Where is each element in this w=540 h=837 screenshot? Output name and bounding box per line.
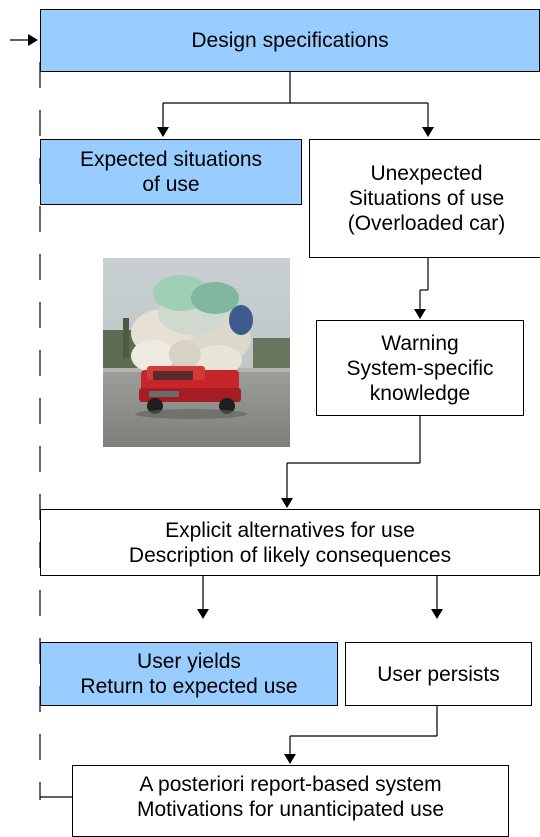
expected-situations-box: Expected situations of use bbox=[40, 139, 302, 205]
design-specifications-box: Design specifications bbox=[40, 9, 540, 72]
design-specifications-label: Design specifications bbox=[191, 29, 389, 52]
unexpected-situations-label: Unexpected Situations of use (Overloaded… bbox=[347, 162, 506, 235]
user-persists-box: User persists bbox=[345, 642, 532, 706]
user-yields-box: User yields Return to expected use bbox=[40, 642, 338, 706]
a-posteriori-box: A posteriori report-based system Motivat… bbox=[72, 765, 509, 837]
warning-label: Warning System-specific knowledge bbox=[346, 331, 494, 405]
user-persists-label: User persists bbox=[377, 662, 500, 686]
warning-box: Warning System-specific knowledge bbox=[316, 320, 524, 416]
a-posteriori-label: A posteriori report-based system Motivat… bbox=[136, 773, 444, 821]
explicit-alternatives-box: Explicit alternatives for use Descriptio… bbox=[40, 509, 540, 576]
unexpected-situations-box: Unexpected Situations of use (Overloaded… bbox=[309, 139, 540, 258]
expected-situations-label: Expected situations of use bbox=[79, 148, 263, 196]
overloaded-car-photo bbox=[103, 258, 290, 447]
explicit-alternatives-label: Explicit alternatives for use Descriptio… bbox=[128, 518, 452, 567]
user-yields-label: User yields Return to expected use bbox=[80, 650, 298, 698]
